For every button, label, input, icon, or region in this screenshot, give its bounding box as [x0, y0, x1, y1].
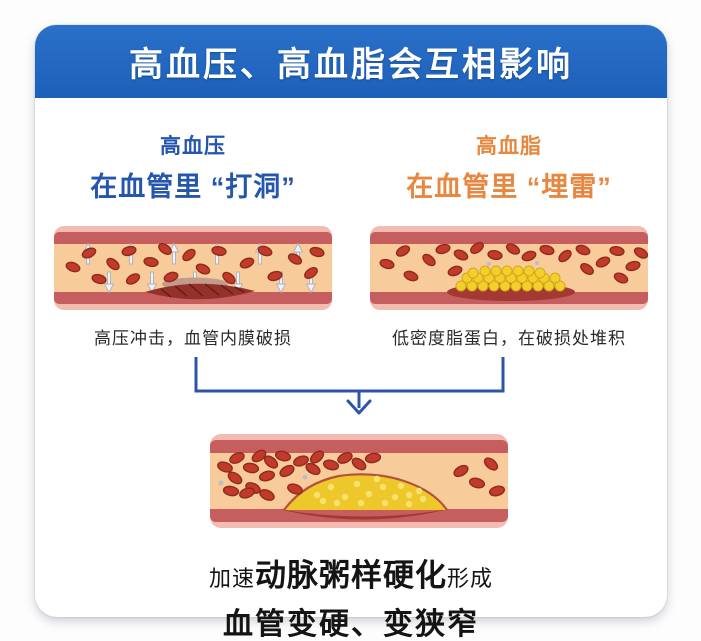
hyperlipidemia-headline: 在血管里 “埋雷” [406, 172, 612, 202]
plaque [283, 473, 448, 511]
damaged-intima [145, 277, 255, 300]
comparison-columns: 高血压 在血管里 “打洞” [35, 130, 667, 349]
plaque-base [279, 509, 449, 520]
hypertension-caption: 高压冲击，血管内膜破损 [94, 329, 292, 348]
red-blood-cells [217, 449, 506, 501]
artery-pressure-damage-icon [54, 226, 332, 310]
hypertension-vessel-illustration [35, 222, 351, 314]
lipid-deposit [455, 265, 566, 292]
merge-arrow-icon [194, 357, 505, 415]
artery-lipid-deposit-icon [370, 226, 649, 310]
hypertension-headline: 在血管里 “打洞” [90, 172, 296, 202]
conclusion-line2: 血管变硬、变狭窄 [223, 608, 479, 641]
conclusion: 加速动脉粥样硬化形成 血管变硬、变狭窄 [35, 550, 667, 641]
hypertension-tag: 高血压 [160, 135, 226, 158]
conclusion-line1: 加速动脉粥样硬化形成 [35, 550, 667, 595]
atherosclerosis-vessel-illustration [43, 431, 675, 536]
hyperlipidemia-tag: 高血脂 [476, 135, 542, 158]
conclusion-suffix: 形成 [447, 566, 494, 591]
conclusion-prefix: 加速 [208, 566, 255, 591]
hypertension-column: 高血压 在血管里 “打洞” [35, 130, 351, 349]
merge-bracket [35, 351, 667, 421]
infographic-card: 高血压、高血脂会互相影响 高血压 在血管里 “打洞” [35, 25, 667, 641]
hyperlipidemia-caption: 低密度脂蛋白，在破损处堆积 [392, 329, 626, 348]
hyperlipidemia-column: 高血脂 在血管里 “埋雷” [351, 130, 667, 349]
red-blood-cells [65, 243, 325, 285]
red-blood-cells [379, 242, 649, 284]
conclusion-emphasis: 动脉粥样硬化 [255, 558, 447, 593]
hyperlipidemia-vessel-illustration [351, 222, 667, 314]
artery-plaque-icon [210, 434, 508, 528]
page-title: 高血压、高血脂会互相影响 [129, 46, 573, 84]
header-banner: 高血压、高血脂会互相影响 [35, 25, 667, 98]
